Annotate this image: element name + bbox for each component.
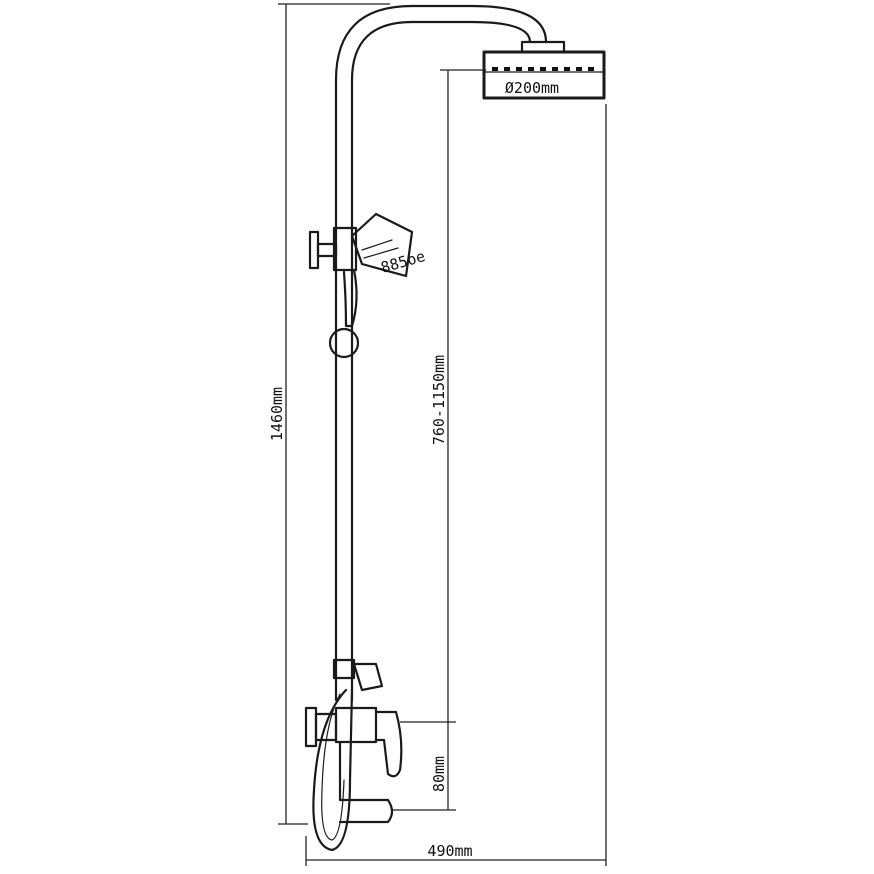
shower-column-pipe <box>334 4 548 702</box>
adjustable-height-label: 760-1150mm <box>430 355 448 445</box>
slide-stop-knob <box>328 327 360 359</box>
shower-hose <box>312 688 354 852</box>
lower-holder-arm <box>352 662 384 692</box>
rain-shower-head <box>482 40 606 100</box>
dimension-lines <box>278 3 607 866</box>
mixer-body <box>334 706 378 744</box>
hand-shower-face-line-2 <box>363 247 399 259</box>
hand-shower-head <box>350 212 414 278</box>
bath-spout <box>338 740 394 824</box>
total-height-label: 1460mm <box>268 387 286 441</box>
lower-holder <box>332 658 384 692</box>
dimension-labels: Ø200mm 1460mm 760-1150mm 80mm 490mm <box>268 79 559 860</box>
hose-inner-loop <box>321 693 345 841</box>
pipe-inner-edge <box>350 20 532 702</box>
head-diameter-label: Ø200mm <box>505 79 559 97</box>
mixer-wall-flange <box>304 706 318 748</box>
lower-slide-bracket <box>332 658 356 680</box>
shower-head-nozzles <box>492 67 594 71</box>
hand-shower-handle <box>342 268 358 328</box>
wall-bracket-arm <box>316 242 338 258</box>
mixer-lever-handle <box>374 710 403 778</box>
outlet-offset-label: 80mm <box>430 756 448 792</box>
shower-head-body <box>482 50 606 100</box>
mixer-valve <box>304 706 403 824</box>
width-label: 490mm <box>427 842 472 860</box>
hose-outer-loop <box>312 688 354 852</box>
hand-shower-face-line-1 <box>361 239 393 251</box>
pipe-outer-edge <box>334 4 548 702</box>
wall-bracket-plate <box>308 230 320 270</box>
hand-shower-holder: 885oe <box>308 212 427 359</box>
